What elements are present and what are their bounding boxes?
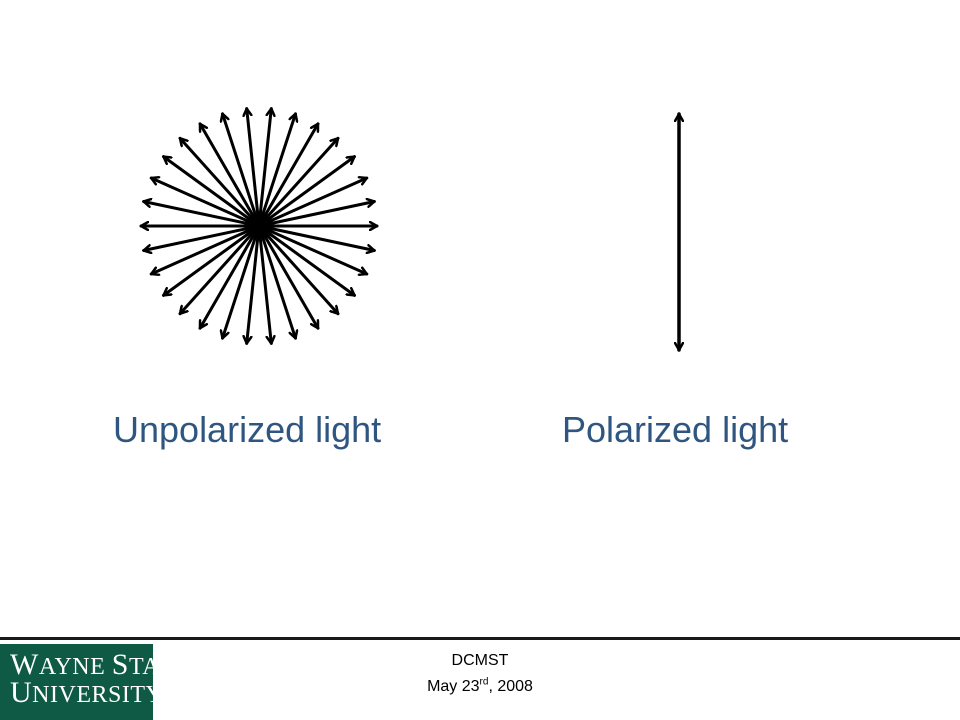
unpolarized-arrow	[142, 202, 376, 251]
polarization-diagram	[139, 107, 960, 352]
footer-divider	[0, 637, 960, 640]
footer-org: DCMST	[451, 652, 509, 669]
logo-line-2: UNIVERSITY	[10, 676, 164, 709]
unpolarized-arrow-star	[139, 107, 379, 345]
unpolarized-light-label: Unpolarized light	[113, 409, 382, 450]
footer-date: May 23rd, 2008	[427, 676, 533, 695]
logo-line-1: WAYNE STATE	[10, 648, 188, 681]
wayne-state-university-logo: WAYNE STATE UNIVERSITY	[0, 644, 188, 720]
polarized-light-label: Polarized light	[562, 409, 789, 450]
